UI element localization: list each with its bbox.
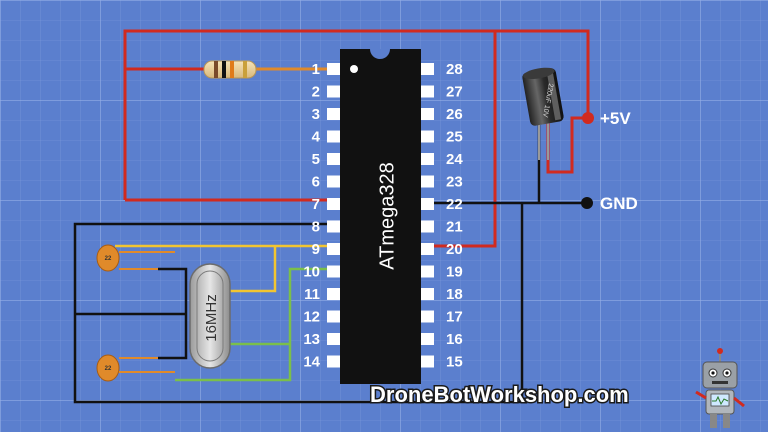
pin-pad-left-10 — [327, 265, 340, 278]
chip-label: ATmega328 — [376, 162, 398, 269]
pin-pad-right-15 — [421, 355, 434, 368]
pin-pad-left-11 — [327, 288, 340, 300]
pin-number-2: 2 — [312, 84, 320, 101]
pin-pad-right-20 — [421, 243, 434, 255]
pin-pad-right-16 — [421, 333, 434, 345]
pin-pad-left-6 — [327, 175, 340, 188]
pin-pad-right-18 — [421, 288, 434, 300]
ceramic-capacitor-top: 22 — [96, 244, 120, 272]
chip-notch — [370, 49, 390, 59]
pin-pad-right-17 — [421, 310, 434, 323]
pin-number-4: 4 — [312, 129, 321, 146]
pin-pad-left-2 — [327, 85, 340, 98]
pin-pad-right-23 — [421, 175, 434, 188]
pin-number-5: 5 — [312, 151, 320, 168]
xtal2-wire — [175, 267, 340, 382]
pin-number-17: 17 — [446, 309, 463, 326]
robot-logo — [695, 348, 745, 428]
crystal-16mhz: 16MHz — [189, 263, 231, 369]
vcc-terminal — [582, 112, 594, 124]
pin-pad-left-4 — [327, 130, 340, 143]
pin-number-26: 26 — [446, 106, 463, 123]
vcc-label: +5V — [600, 109, 631, 128]
pin-pad-left-9 — [327, 243, 340, 255]
pin-number-11: 11 — [304, 286, 320, 303]
pin-number-1: 1 — [312, 61, 320, 78]
pin-number-16: 16 — [446, 331, 463, 348]
pin-number-25: 25 — [446, 129, 463, 146]
pin-number-13: 13 — [303, 331, 320, 348]
pin-number-27: 27 — [446, 84, 463, 101]
pin-pad-right-25 — [421, 130, 434, 143]
pin-number-18: 18 — [446, 286, 463, 303]
pin-number-3: 3 — [312, 106, 320, 123]
cap-top-label: 22 — [105, 256, 112, 262]
pin-pad-left-5 — [327, 153, 340, 165]
pin-number-15: 15 — [446, 354, 463, 371]
pin-pad-left-1 — [327, 63, 340, 75]
pin-number-7: 7 — [312, 196, 320, 213]
pin-pad-left-12 — [327, 310, 340, 323]
pin-number-24: 24 — [446, 151, 463, 168]
brand-watermark: DroneBotWorkshop.com — [370, 382, 629, 407]
pin-pad-left-14 — [327, 355, 340, 368]
gnd-wires — [73, 125, 587, 404]
pin-number-21: 21 — [446, 219, 463, 236]
crystal-label: 16MHz — [203, 294, 220, 342]
pin-number-6: 6 — [312, 174, 320, 191]
xtal1-wire — [115, 244, 340, 293]
pin-pad-right-21 — [421, 220, 434, 233]
pin-pad-right-28 — [421, 63, 434, 75]
ceramic-capacitor-bottom: 22 — [96, 354, 120, 382]
pin-number-8: 8 — [312, 219, 320, 236]
electrolytic-capacitor: 220uF 10V — [522, 67, 564, 160]
pin-number-28: 28 — [446, 61, 463, 78]
pin-pad-left-13 — [327, 333, 340, 345]
pin-number-14: 14 — [303, 354, 320, 371]
pin-pad-left-3 — [327, 108, 340, 120]
pin1-marker — [350, 65, 358, 73]
pin-number-19: 19 — [446, 264, 463, 281]
pin-pad-left-7 — [327, 198, 340, 210]
resistor — [203, 60, 257, 79]
chip-body — [340, 49, 421, 384]
pin-pad-right-19 — [421, 265, 434, 278]
gnd-label: GND — [600, 194, 638, 213]
cap-leads — [119, 251, 175, 373]
pin-pad-right-27 — [421, 85, 434, 98]
pin-pad-right-24 — [421, 153, 434, 165]
pin-pad-right-26 — [421, 108, 434, 120]
pin-number-12: 12 — [303, 309, 320, 326]
pin-number-20: 20 — [446, 241, 463, 258]
pin-number-10: 10 — [303, 264, 320, 281]
cap-bottom-label: 22 — [105, 366, 112, 372]
gnd-terminal — [581, 197, 593, 209]
pin-number-23: 23 — [446, 174, 463, 191]
pin-number-22: 22 — [446, 196, 463, 213]
pin-pad-right-22 — [421, 198, 434, 210]
pin-pad-left-8 — [327, 220, 340, 233]
pin-number-9: 9 — [312, 241, 320, 258]
